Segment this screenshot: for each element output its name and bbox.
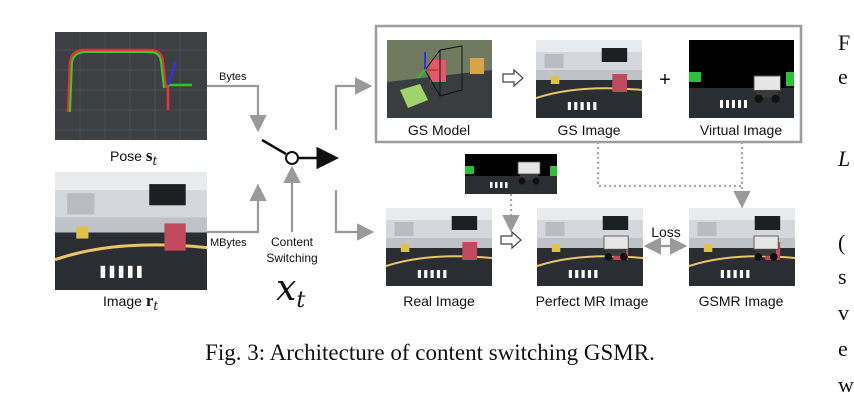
side-letter: s — [838, 264, 847, 289]
hollow-arrow-1 — [502, 68, 524, 88]
upper-branch-arrow — [334, 77, 373, 130]
bytes-label: Bytes — [219, 71, 247, 83]
virtual-image-label: Virtual Image — [700, 122, 782, 138]
plus-sign: + — [659, 69, 671, 91]
real-image-label: Real Image — [403, 293, 475, 309]
gs-pipeline-box — [374, 24, 803, 144]
image-label: Image rt — [103, 291, 158, 313]
side-letter: F — [838, 30, 850, 55]
bytes-arrow — [207, 84, 267, 133]
switch-variable: xt — [276, 268, 305, 313]
gsmr-image — [689, 208, 795, 286]
pose-trajectory-image — [55, 32, 207, 140]
gs-image-label: GS Image — [557, 122, 620, 138]
content-switching-label-1: Content — [271, 235, 314, 249]
content-switch — [261, 138, 339, 170]
real-image — [386, 208, 492, 286]
side-letter: L — [837, 146, 850, 171]
hollow-arrow-2 — [500, 230, 522, 250]
pose-label: Pose st — [110, 146, 157, 168]
virtual-overlay-thumbnail — [465, 154, 557, 194]
perfect-mr-label: Perfect MR Image — [536, 293, 649, 309]
gs-model-image — [387, 40, 492, 118]
gs-model-label: GS Model — [408, 122, 470, 138]
mbytes-label: MBytes — [210, 237, 247, 249]
gsmr-image-label: GSMR Image — [699, 293, 784, 309]
side-letter: w — [838, 372, 854, 397]
side-letter: ( — [838, 230, 845, 255]
loss-label: Loss — [651, 224, 681, 240]
side-letter: e — [838, 64, 848, 89]
content-switching-label-2: Switching — [266, 251, 317, 265]
perfect-mr-image — [537, 208, 643, 286]
mbytes-arrow — [207, 183, 267, 234]
dotted-gs-to-gsmr-h — [596, 142, 742, 188]
virtual-image — [689, 40, 794, 118]
cropped-side-text: F e L ( s v e w — [837, 30, 854, 397]
side-letter: e — [838, 336, 848, 361]
gs-image — [536, 40, 642, 118]
side-letter: v — [838, 300, 849, 325]
figure-caption: Fig. 3: Architecture of content switchin… — [205, 340, 655, 365]
real-input-image — [55, 172, 207, 290]
lower-branch-arrow — [334, 190, 375, 241]
